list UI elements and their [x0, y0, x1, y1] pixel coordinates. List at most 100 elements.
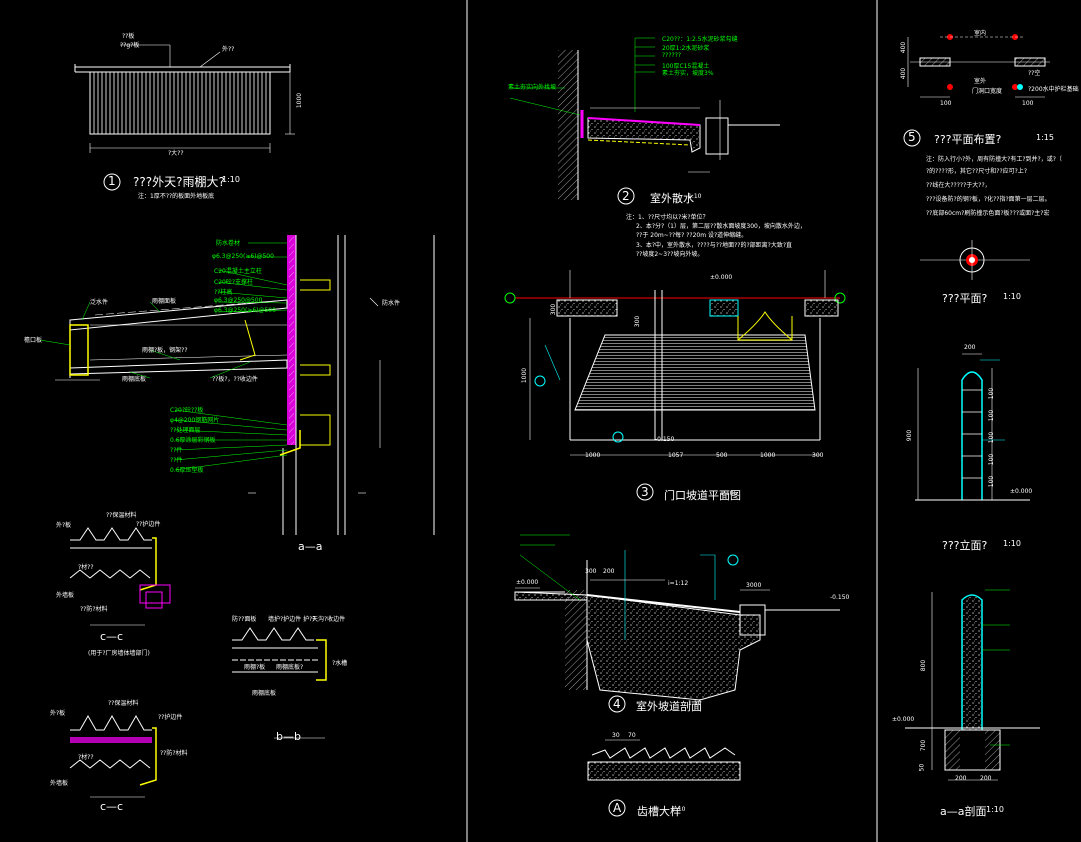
detail-5-note-2: ??线在大?????于大??，	[926, 182, 991, 189]
elev-dim-left: 900	[906, 429, 914, 442]
aa-label-11: ??件	[170, 447, 183, 454]
detail-3-title: 门口坡道平面图	[664, 489, 741, 502]
elev-seg-4: 100	[988, 475, 996, 488]
section-cc1-note: (用于?厂房墙体墙部门)	[88, 650, 150, 657]
aa-callout-2: 雨棚?板，钢架??	[142, 347, 188, 354]
detail-5-note-1: ?的????形，其它??尺寸和??应可?上?	[926, 168, 1028, 175]
detail-3-ramp-plan-drawing	[504, 270, 846, 501]
cc2-label-3: ?材??	[78, 754, 94, 761]
detail-1-title: ???外天?雨棚大?	[133, 175, 225, 189]
d3-dim-b0: 1000	[585, 452, 601, 459]
detail-1-label-right: 外??	[222, 46, 235, 53]
aa-right-dim-l1: 800	[920, 659, 928, 672]
d5-dim-b2: 100	[1022, 100, 1034, 107]
detail-4-scale: 1:10	[688, 700, 702, 707]
aa-label-2: C20混凝土主立柱	[214, 268, 262, 275]
section-bb-title: b—b	[276, 730, 301, 743]
d5-label-gate: 门洞口宽度	[972, 88, 1003, 95]
elev-elevation: ±0.000	[1010, 488, 1033, 495]
detail-4-title: 室外坡道剖面	[636, 700, 702, 713]
aa-label-0: 防水卷材	[216, 240, 241, 247]
detail-5-title: ???平面布置?	[934, 133, 1002, 146]
detail-A-groove-drawing	[587, 739, 741, 817]
elev-seg-1: 100	[988, 409, 996, 422]
aa-callout-3: 雨棚底板	[122, 376, 147, 383]
cc-label-2: ??护边件	[136, 521, 161, 528]
detail-4-number: 4	[613, 697, 621, 711]
section-cc2-title: c—c	[100, 800, 124, 813]
section-aa-right-title: a—a剖面	[940, 805, 987, 818]
dA-dim-1: 70	[628, 732, 636, 739]
cc-label-4: 外墙板	[56, 592, 75, 599]
cc2-label-5: ??防?材料	[160, 750, 188, 757]
section-cc1-title: c—c	[100, 630, 124, 643]
d2-callout-1: 20厚1:2水泥砂浆	[662, 45, 710, 52]
d4-slope: i=1:12	[668, 580, 689, 587]
aa-right-dim-l2: 700	[920, 739, 928, 752]
d4-dim-2: 3000	[746, 582, 762, 589]
elev-seg-0: 100	[988, 387, 996, 400]
detail-A-title: 齿槽大样	[637, 805, 681, 818]
bollard-elevation-scale: 1:10	[1003, 539, 1021, 548]
section-aa-title: a—a	[298, 540, 323, 553]
d3-dim-left: 1000	[521, 367, 529, 384]
bollard-plan-scale: 1:10	[1003, 292, 1021, 301]
d5-label-out: 室外	[974, 78, 987, 85]
d5-label-in: 室内	[974, 30, 987, 37]
detail-3-scale: 1:10	[720, 490, 734, 497]
bollard-plan-title: ???平面?	[942, 292, 988, 305]
detail-2-note-3: 3、本?中，室外散水，????与??地面??的?部距离?大致?直	[636, 242, 793, 249]
d3-dim-b3: 1000	[760, 452, 776, 459]
bollard-elevation-drawing	[915, 353, 1030, 501]
detail-5-note-3: ???设备防?的钢?板，?化??指?面第一层二层。	[926, 196, 1051, 203]
d4-elev-left: ±0.000	[516, 579, 539, 586]
aa-right-dim-b1: 200	[980, 775, 992, 782]
aa-label-10: 0.6厚涂层彩钢板	[170, 437, 216, 444]
detail-1-label-top2: ??g?板	[120, 42, 140, 49]
d3-dim-b1: 1057	[668, 452, 684, 459]
bb-label-4: 雨棚底板?	[276, 664, 304, 671]
d5-gate-l2: ?200水中护栏基础	[1028, 86, 1079, 93]
aa-label-6: φ6.3@250(≥6)@500	[214, 307, 276, 314]
d2-callout-2: ??????	[662, 52, 682, 59]
section-bb-drawing	[232, 627, 327, 739]
aa-label-12: ??件	[170, 457, 183, 464]
aa-callout-0: 泛水件	[90, 299, 109, 306]
aa-label-8: φ4@200钢筋网片	[170, 417, 220, 424]
d2-callout-4: 素土夯实，坡度3%	[662, 70, 714, 77]
detail-1-dim-bottom: ?大??	[168, 150, 184, 157]
d5-gate-l1: ??空	[1028, 70, 1041, 77]
detail-1-label-top1: ??板	[122, 33, 135, 40]
detail-1-scale: 1:10	[222, 175, 240, 184]
bb-label-6: 雨棚底板	[252, 690, 277, 697]
d2-callout-0: C20??：1:2.5水泥砂浆勾缝	[662, 36, 738, 43]
dA-dim-0: 30	[612, 732, 620, 739]
cc2-label-1: ??保温材料	[108, 700, 139, 707]
detail-5-scale: 1:15	[1036, 133, 1054, 142]
cc-label-5: ??防?材料	[80, 606, 108, 613]
section-aa-drawing	[39, 235, 435, 535]
d3-dim-b2: 500	[716, 452, 728, 459]
section-aa-right-drawing	[905, 589, 1040, 781]
detail-1-number: 1	[108, 174, 116, 188]
aa-label-9: ??处理面层	[170, 427, 201, 434]
d4-dim-0: 300	[585, 568, 597, 575]
aa-label-3: C20砼?支撑柱	[214, 279, 254, 286]
detail-2-number: 2	[622, 189, 630, 203]
detail-4-ramp-section-drawing	[514, 534, 840, 713]
panel-dividers	[466, 0, 878, 842]
aa-callout-1: 雨棚面板	[152, 298, 177, 305]
detail-5-gate-plan-drawing	[903, 34, 1050, 147]
bollard-plan-drawing	[920, 240, 1030, 280]
elev-seg-2: 100	[988, 431, 996, 444]
cc2-label-0: 外?板	[50, 710, 66, 717]
aa-right-elev: ±0.000	[892, 716, 915, 723]
aa-callout-5: 檐口板	[24, 337, 43, 344]
aa-label-4: ??柱高	[214, 289, 233, 296]
d3-dim-top2: 300	[634, 315, 642, 328]
detail-A-scale: 1:10	[672, 806, 686, 813]
d3-elev-bot: -0.150	[655, 436, 675, 443]
aa-label-5: φ6.3@250@500	[214, 297, 263, 304]
d5-dim-b1: 100	[940, 100, 952, 107]
aa-right-dim-b0: 200	[955, 775, 967, 782]
